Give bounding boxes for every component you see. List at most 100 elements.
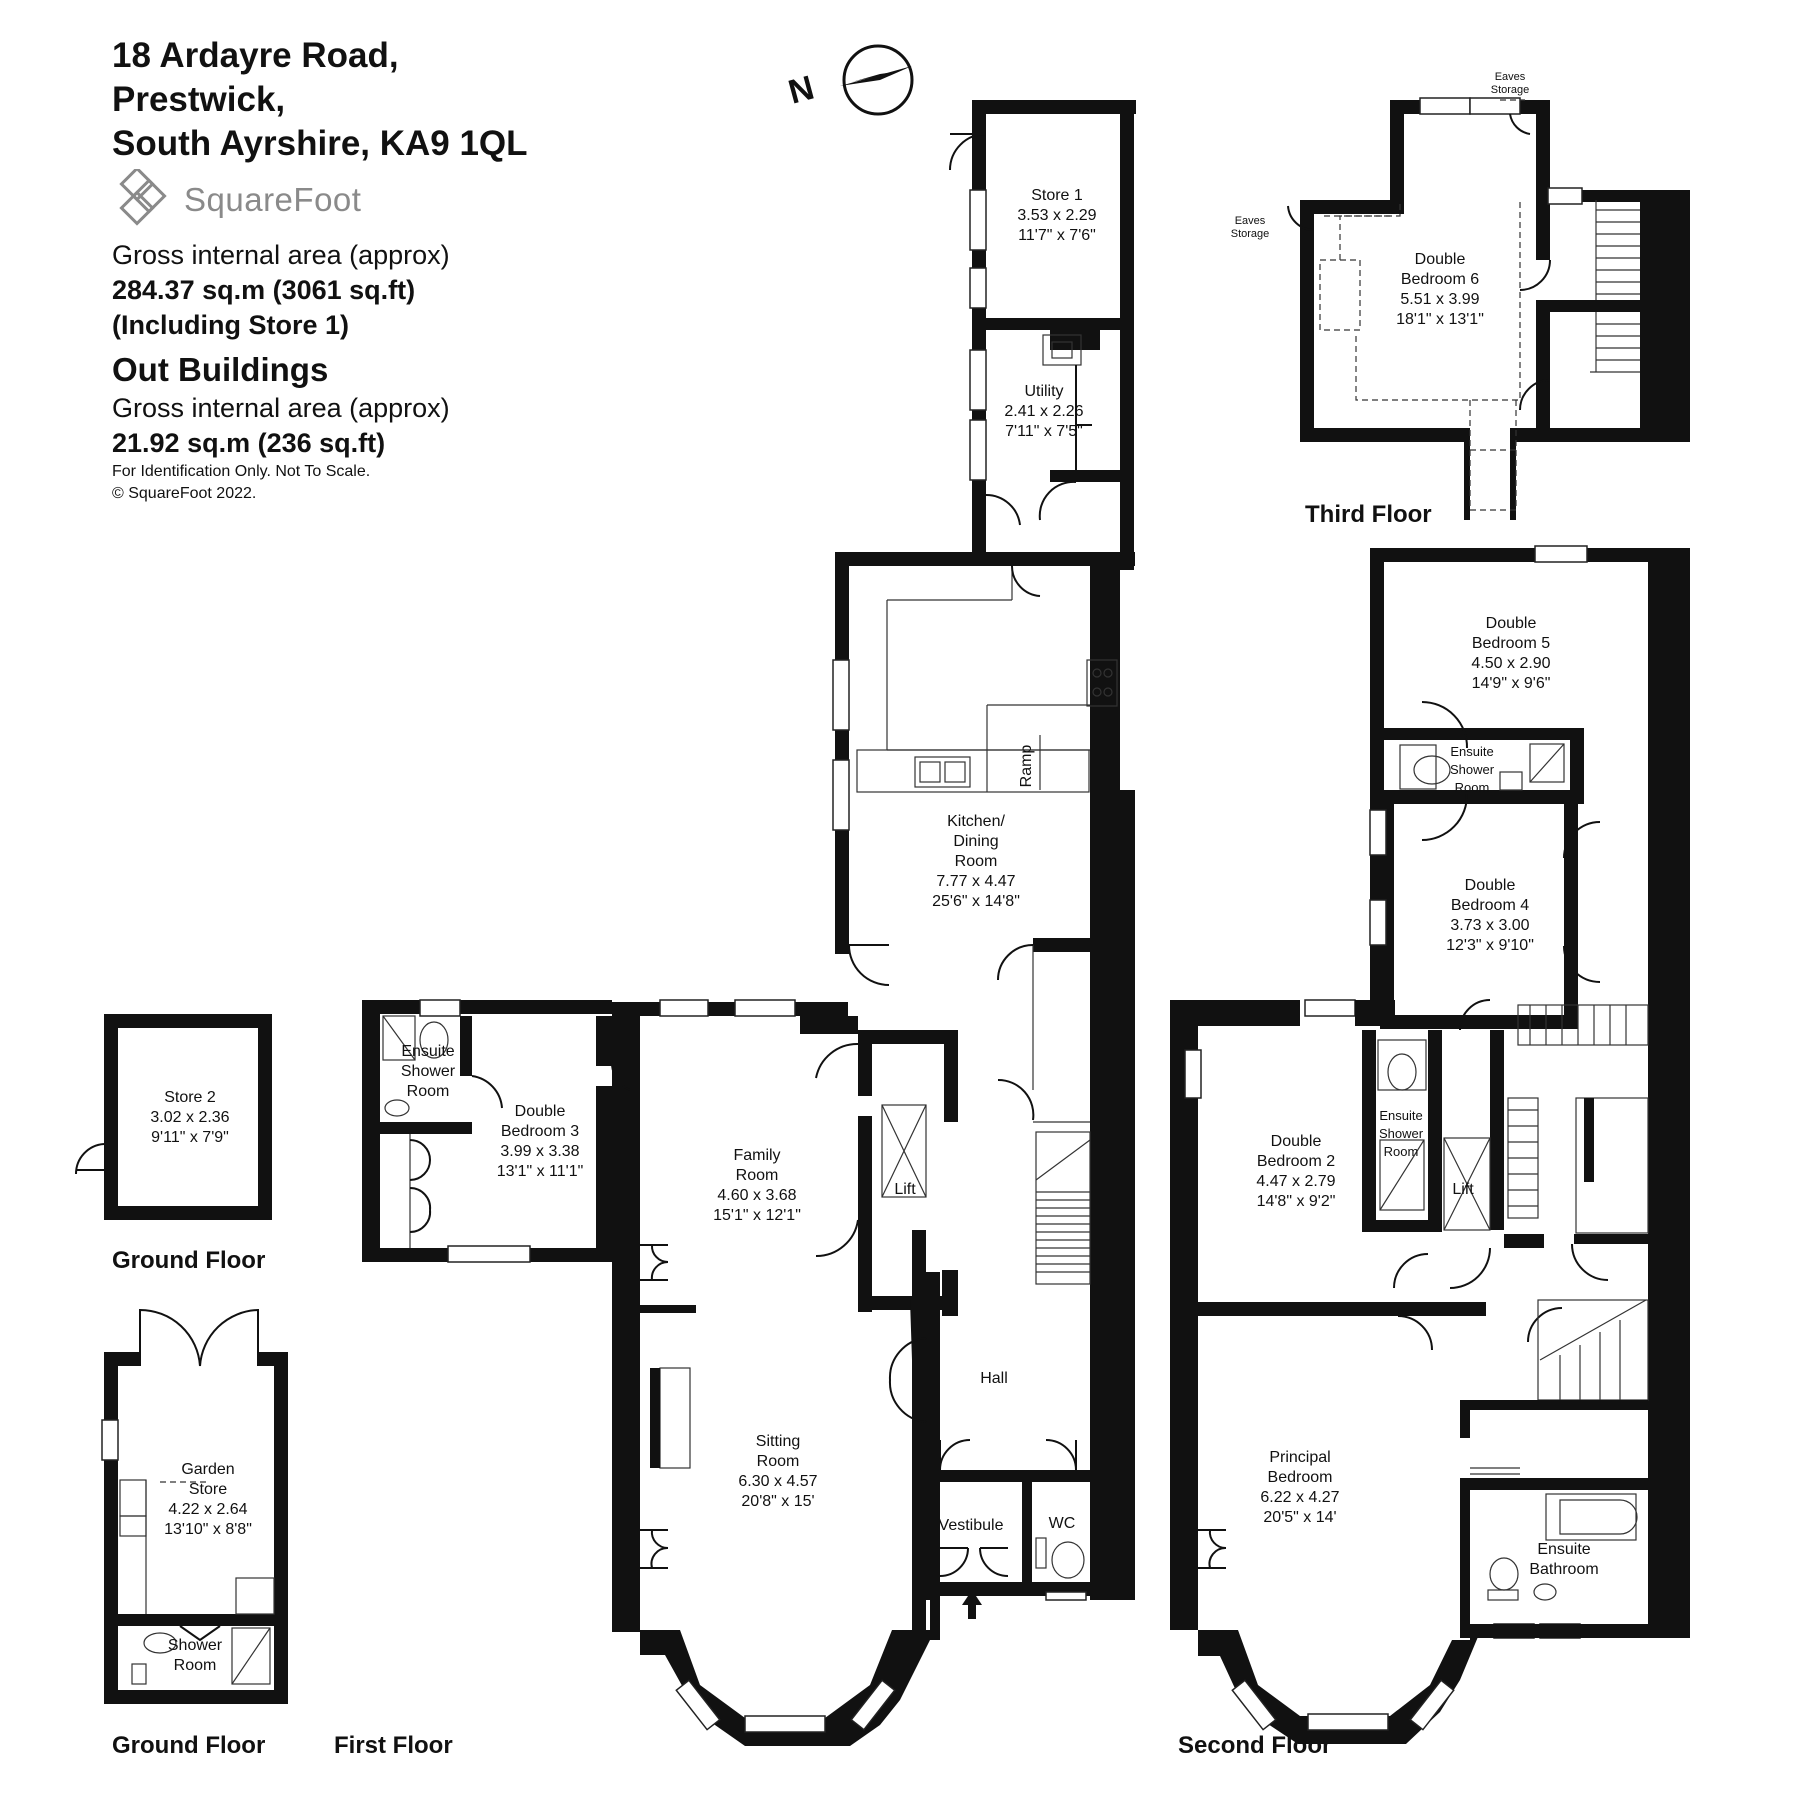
utility-metric: 2.41 x 2.26	[1004, 403, 1083, 420]
compass-icon: N	[784, 44, 914, 116]
principal-metric: 6.22 x 4.27	[1260, 1489, 1339, 1506]
hall-label: Hall	[980, 1370, 1008, 1387]
disclaimer-line-2: © SquareFoot 2022.	[112, 485, 257, 502]
bed3-name-2: Bedroom 3	[501, 1123, 579, 1140]
bed4-metric: 3.73 x 3.00	[1450, 917, 1529, 934]
garden-name-1: Garden	[181, 1461, 234, 1478]
address-line-1: 18 Ardayre Road,	[112, 36, 399, 75]
shower-name-2: Room	[174, 1657, 217, 1674]
plan-header: 18 Ardayre Road, Prestwick, South Ayrshi…	[112, 34, 532, 505]
third-floor-plan	[1287, 97, 1690, 520]
store-1-imperial: 11'7" x 7'6"	[1018, 227, 1096, 244]
ensuite2-name-3: Room	[1384, 1144, 1419, 1159]
principal-imperial: 20'5" x 14'	[1263, 1509, 1336, 1526]
bed6-name-1: Double	[1415, 251, 1466, 268]
bed2-metric: 4.47 x 2.79	[1256, 1173, 1335, 1190]
sitting-name-2: Room	[757, 1453, 800, 1470]
bed3-imperial: 13'1" x 11'1"	[497, 1163, 584, 1180]
bed5-name-2: Bedroom 5	[1472, 635, 1550, 652]
family-name-2: Room	[736, 1167, 779, 1184]
garden-metric: 4.22 x 2.64	[168, 1501, 247, 1518]
outbuildings-area-label: Gross internal area (approx)	[112, 393, 450, 423]
utility-room	[969, 330, 1134, 570]
bed3-name-1: Double	[515, 1103, 566, 1120]
store2-name: Store 2	[164, 1089, 216, 1106]
brand-logo: SquareFoot	[112, 168, 532, 232]
floor-label-third: Third Floor	[1305, 501, 1432, 528]
main-area-label: Gross internal area (approx)	[112, 240, 450, 270]
bed5-imperial: 14'9" x 9'6"	[1472, 675, 1551, 692]
floor-label-second: Second Floor	[1178, 1732, 1331, 1759]
main-area-note: (Including Store 1)	[112, 310, 350, 340]
double-bedroom-3-room	[362, 999, 631, 1263]
eaves-left-line-2: Storage	[1231, 228, 1270, 240]
lift2-label: Lift	[1452, 1181, 1474, 1198]
bed4-imperial: 12'3" x 9'10"	[1446, 937, 1534, 954]
kitchen-name-1: Kitchen/	[947, 813, 1005, 830]
utility-imperial: 7'11" x 7'5"	[1005, 423, 1083, 440]
ensuite1-name-2: Shower	[401, 1063, 456, 1080]
store-1-name: Store 1	[1031, 187, 1083, 204]
family-imperial: 15'1" x 12'1"	[713, 1207, 801, 1224]
eaves-left-line-1: Eaves	[1235, 215, 1266, 227]
store-2-outbuilding	[74, 1014, 272, 1220]
bed6-imperial: 18'1" x 13'1"	[1396, 311, 1484, 328]
eaves-top-line-1: Eaves	[1495, 71, 1526, 83]
hall-area	[926, 1078, 1091, 1619]
main-area-value: 284.37 sq.m (3061 sq.ft)	[112, 275, 416, 305]
lift1-label: Lift	[894, 1181, 916, 1198]
bed3-metric: 3.99 x 3.38	[500, 1143, 579, 1160]
bed4-name-1: Double	[1465, 877, 1516, 894]
bed6-metric: 5.51 x 3.99	[1400, 291, 1479, 308]
kitchen-name-2: Dining	[953, 833, 998, 850]
bed6-name-2: Bedroom 6	[1401, 271, 1479, 288]
ensuite2-name-1: Ensuite	[1379, 1108, 1422, 1123]
kitchen-imperial: 25'6" x 14'8"	[932, 893, 1020, 910]
second-floor-plan	[1170, 545, 1690, 1744]
store2-metric: 3.02 x 2.36	[150, 1109, 229, 1126]
utility-name: Utility	[1024, 383, 1063, 400]
ensuitebath-name-1: Ensuite	[1537, 1541, 1590, 1558]
ensuite1-name-3: Room	[407, 1083, 450, 1100]
ensuitebath-name-2: Bathroom	[1529, 1561, 1598, 1578]
ramp-label: Ramp	[1018, 745, 1035, 788]
sitting-imperial: 20'8" x 15'	[741, 1493, 814, 1510]
shower-name-1: Shower	[168, 1637, 223, 1654]
sitting-name-1: Sitting	[756, 1433, 800, 1450]
family-sitting-room	[612, 999, 958, 1746]
room-labels: Store 1 3.53 x 2.29 11'7" x 7'6" Utility…	[150, 71, 1598, 1674]
ensuite5-name-1: Ensuite	[1450, 744, 1493, 759]
eaves-top-line-2: Storage	[1491, 84, 1530, 96]
floor-label-ground-store: Ground Floor	[112, 1247, 265, 1274]
principal-name-2: Bedroom	[1268, 1469, 1333, 1486]
family-metric: 4.60 x 3.68	[717, 1187, 796, 1204]
brand-name: SquareFoot	[184, 181, 362, 218]
sitting-metric: 6.30 x 4.57	[738, 1473, 817, 1490]
vestibule-label: Vestibule	[939, 1517, 1004, 1534]
first-floor-plan	[362, 100, 1136, 1746]
squarefoot-logo-icon	[119, 169, 167, 226]
bed2-name-2: Bedroom 2	[1257, 1153, 1335, 1170]
bed5-name-1: Double	[1486, 615, 1537, 632]
ensuite2-name-2: Shower	[1379, 1126, 1424, 1141]
outbuildings-area-value: 21.92 sq.m (236 sq.ft)	[112, 428, 386, 458]
ensuite1-name-1: Ensuite	[401, 1043, 454, 1060]
kitchen-dining-room	[832, 552, 1135, 1600]
store2-imperial: 9'11" x 7'9"	[151, 1129, 229, 1146]
garden-name-2: Store	[189, 1481, 227, 1498]
floor-labels: Ground Floor Ground Floor First Floor Se…	[112, 501, 1432, 1759]
outbuildings-heading: Out Buildings	[112, 351, 329, 388]
floor-label-ground-garden: Ground Floor	[112, 1732, 265, 1759]
kitchen-metric: 7.77 x 4.47	[936, 873, 1015, 890]
principal-name-1: Principal	[1269, 1449, 1330, 1466]
address-line-2: Prestwick,	[112, 80, 286, 119]
wc-label: WC	[1049, 1515, 1076, 1532]
ensuite5-name-3: Room	[1455, 780, 1490, 795]
kitchen-name-3: Room	[955, 853, 998, 870]
floor-label-first: First Floor	[334, 1732, 453, 1759]
bed2-imperial: 14'8" x 9'2"	[1257, 1193, 1336, 1210]
compass-north-label: N	[784, 69, 818, 112]
ensuite5-name-2: Shower	[1450, 762, 1495, 777]
garden-imperial: 13'10" x 8'8"	[164, 1521, 252, 1538]
